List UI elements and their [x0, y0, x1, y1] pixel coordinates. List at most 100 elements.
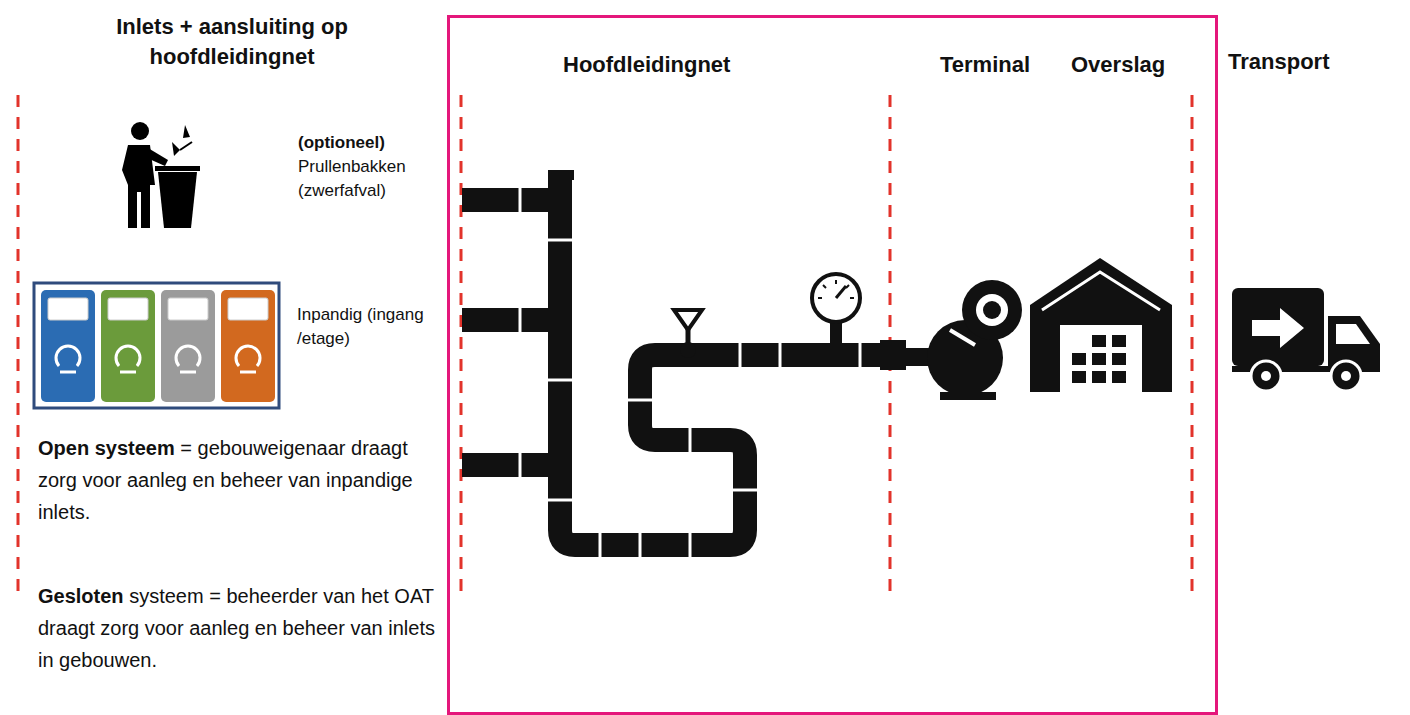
column-heading: Transport	[1228, 47, 1398, 77]
warehouse-icon	[1060, 325, 1142, 392]
waste-bins	[240, 371, 256, 374]
waste-bins	[60, 371, 76, 374]
note-text: Inpandig (ingang /etage)	[297, 303, 442, 351]
waste-bins	[161, 290, 215, 402]
truck-icon	[1251, 361, 1281, 391]
waste-bins	[34, 283, 279, 408]
pipe-network	[560, 176, 884, 545]
warehouse-icon	[1072, 335, 1126, 383]
truck-icon	[1336, 324, 1370, 344]
litter-icon	[122, 122, 200, 228]
column-heading: Overslag	[1071, 50, 1165, 80]
pipe-network	[628, 399, 652, 402]
pipe-network	[519, 308, 522, 332]
waste-bins	[116, 346, 140, 366]
waste-bins	[34, 283, 279, 408]
truck-icon	[1331, 361, 1361, 391]
valve-symbol	[680, 342, 696, 358]
litter-icon	[158, 172, 197, 228]
vacuum-pump	[983, 301, 1001, 319]
litter-icon	[147, 148, 168, 166]
warehouse-icon	[1072, 371, 1086, 383]
pressure-gauge	[823, 285, 826, 288]
warehouse-icon	[1112, 371, 1126, 383]
litter-icon	[155, 166, 200, 171]
pipe-network	[519, 188, 522, 212]
system-note: Geslotensysteem = beheerder van het OAT …	[38, 580, 440, 676]
column-divider	[17, 95, 20, 592]
pipe-network	[599, 533, 602, 557]
inlet-note: (optioneel)Prullenbakken (zwerfafval)	[298, 131, 448, 203]
vacuum-pump	[940, 392, 996, 400]
litter-icon	[183, 125, 190, 138]
pipe-network	[779, 343, 782, 367]
note-text: Inlets + aansluiting op hoofdleidingnet	[116, 14, 348, 69]
warehouse-icon	[1092, 335, 1106, 347]
vacuum-pump	[950, 330, 975, 345]
waste-bins	[56, 346, 260, 372]
waste-bins	[120, 371, 136, 374]
pressure-gauge	[818, 280, 854, 298]
warehouse-icon	[1092, 353, 1106, 365]
valve-symbol	[674, 310, 702, 330]
pipe-network	[462, 170, 906, 557]
pipe-network	[733, 489, 757, 492]
bold-term: Open systeem	[38, 437, 175, 459]
pipe-network	[520, 188, 860, 557]
column-divider	[460, 95, 463, 592]
litter-icon	[131, 122, 149, 140]
pressure-gauge	[818, 297, 822, 299]
inlet-note: Inpandig (ingang /etage)	[297, 303, 442, 351]
note-text: Transport	[1228, 49, 1329, 74]
pipe-network	[880, 340, 906, 370]
system-note: Open systeem= gebouweigenaar draagt zorg…	[38, 432, 440, 528]
waste-bins	[221, 290, 275, 402]
pressure-gauge	[850, 297, 854, 299]
column-heading: Inlets + aansluiting op hoofdleidingnet	[52, 12, 412, 72]
warehouse-icon	[1030, 258, 1172, 392]
vacuum-pump	[976, 294, 1008, 326]
waste-bins	[56, 346, 80, 366]
waste-bins	[168, 298, 208, 320]
truck-icon	[1232, 288, 1380, 391]
valve-symbol	[674, 310, 702, 358]
waste-bins	[228, 298, 268, 320]
warehouse-icon	[1072, 353, 1086, 365]
pressure-gauge	[812, 274, 860, 322]
warehouse-icon	[1030, 258, 1172, 392]
pipe-network	[548, 239, 572, 242]
column-divider	[1191, 95, 1194, 592]
pipe-network	[689, 533, 692, 557]
truck-icon	[1232, 288, 1324, 366]
pressure-gauge	[812, 274, 860, 346]
warehouse-icon	[1092, 371, 1106, 383]
warehouse-icon	[1112, 353, 1126, 365]
waste-bins	[101, 290, 155, 402]
bold-term: Gesloten	[38, 585, 124, 607]
bold-term: (optioneel)	[298, 131, 443, 155]
column-heading: Terminal	[940, 50, 1030, 80]
frame-region: HoofdleidingnetTerminalOverslag	[447, 15, 1218, 715]
vacuum-pump	[904, 280, 1022, 400]
pipe-network	[462, 176, 884, 545]
note-text: Prullenbakken (zwerfafval)	[298, 155, 448, 203]
pipe-network	[859, 343, 862, 367]
pressure-gauge	[835, 280, 837, 284]
truck-icon	[1261, 371, 1271, 381]
truck-icon	[1341, 371, 1351, 381]
pipe-network	[519, 453, 522, 477]
litter-icon	[172, 142, 180, 156]
pressure-gauge	[836, 286, 846, 298]
waste-bins	[180, 371, 196, 374]
waste-bins	[48, 298, 88, 320]
waste-bins	[236, 346, 260, 366]
waste-bins	[176, 346, 200, 366]
pipe-network	[548, 379, 572, 382]
pipe-network	[639, 533, 642, 557]
pipe-network	[739, 343, 742, 367]
waste-bins	[48, 298, 268, 320]
warehouse-icon	[1112, 335, 1126, 347]
pipe-network	[689, 428, 692, 452]
